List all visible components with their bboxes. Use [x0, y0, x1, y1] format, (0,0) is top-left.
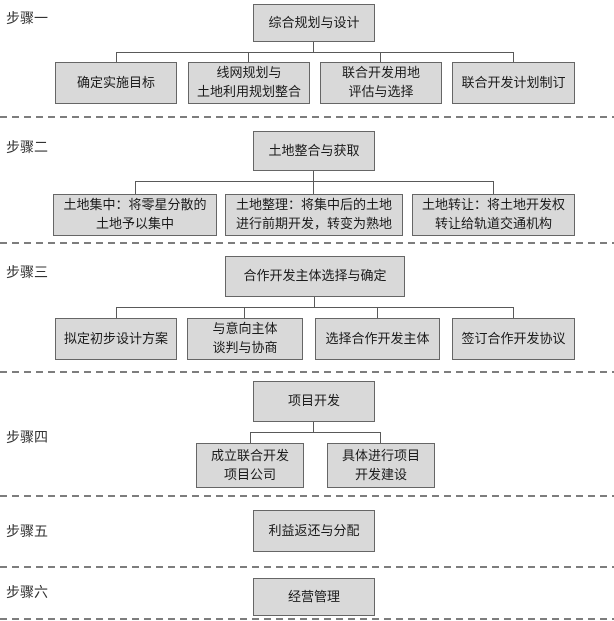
connector-line — [313, 171, 314, 181]
node-step3-child-3: 选择合作开发主体 — [315, 318, 440, 360]
node-step2-root: 土地整合与获取 — [253, 131, 375, 171]
connector-line — [377, 307, 378, 318]
node-step4-root: 项目开发 — [253, 381, 375, 422]
connector-line — [513, 307, 514, 318]
node-step5-root: 利益返还与分配 — [253, 510, 375, 552]
step-label-3: 步骤三 — [6, 266, 48, 281]
connector-line — [135, 181, 136, 194]
connector-line — [380, 52, 381, 62]
step-divider — [0, 242, 614, 244]
node-step3-child-2: 与意向主体 谈判与协商 — [187, 318, 303, 360]
step-label-4: 步骤四 — [6, 431, 48, 446]
connector-line — [248, 52, 249, 62]
step-label-2: 步骤二 — [6, 141, 48, 156]
node-step2-child-1: 土地集中：将零星分散的 土地予以集中 — [53, 194, 217, 236]
node-step4-child-1: 成立联合开发 项目公司 — [196, 443, 304, 488]
step-divider — [0, 495, 614, 497]
connector-line — [313, 422, 314, 432]
step-divider — [0, 618, 614, 620]
node-step1-child-3: 联合开发用地 评估与选择 — [320, 62, 442, 104]
connector-line — [116, 307, 514, 308]
node-step2-child-2: 土地整理：将集中后的土地 进行前期开发，转变为熟地 — [225, 194, 403, 236]
connector-line — [250, 432, 381, 433]
connector-line — [135, 181, 494, 182]
step-label-1: 步骤一 — [6, 12, 48, 27]
step-label-5: 步骤五 — [6, 525, 48, 540]
node-step2-child-3: 土地转让：将土地开发权 转让给轨道交通机构 — [412, 194, 575, 236]
node-step1-root: 综合规划与设计 — [253, 4, 375, 42]
node-step3-child-4: 签订合作开发协议 — [452, 318, 575, 360]
step-divider — [0, 371, 614, 373]
connector-line — [244, 307, 245, 318]
node-step1-child-1: 确定实施目标 — [55, 62, 177, 104]
connector-line — [250, 432, 251, 443]
node-step1-child-4: 联合开发计划制订 — [452, 62, 575, 104]
connector-line — [380, 432, 381, 443]
connector-line — [493, 181, 494, 194]
node-step3-child-1: 拟定初步设计方案 — [55, 318, 177, 360]
step-label-6: 步骤六 — [6, 586, 48, 601]
connector-line — [116, 52, 117, 62]
node-step1-child-2: 线网规划与 土地利用规划整合 — [188, 62, 310, 104]
node-step3-root: 合作开发主体选择与确定 — [225, 256, 405, 297]
connector-line — [116, 52, 514, 53]
connector-line — [513, 52, 514, 62]
connector-line — [314, 297, 315, 307]
connector-line — [313, 181, 314, 194]
node-step6-root: 经营管理 — [253, 578, 375, 616]
step-divider — [0, 566, 614, 568]
step-divider — [0, 116, 614, 118]
connector-line — [116, 307, 117, 318]
connector-line — [313, 42, 314, 52]
node-step4-child-2: 具体进行项目 开发建设 — [327, 443, 435, 488]
